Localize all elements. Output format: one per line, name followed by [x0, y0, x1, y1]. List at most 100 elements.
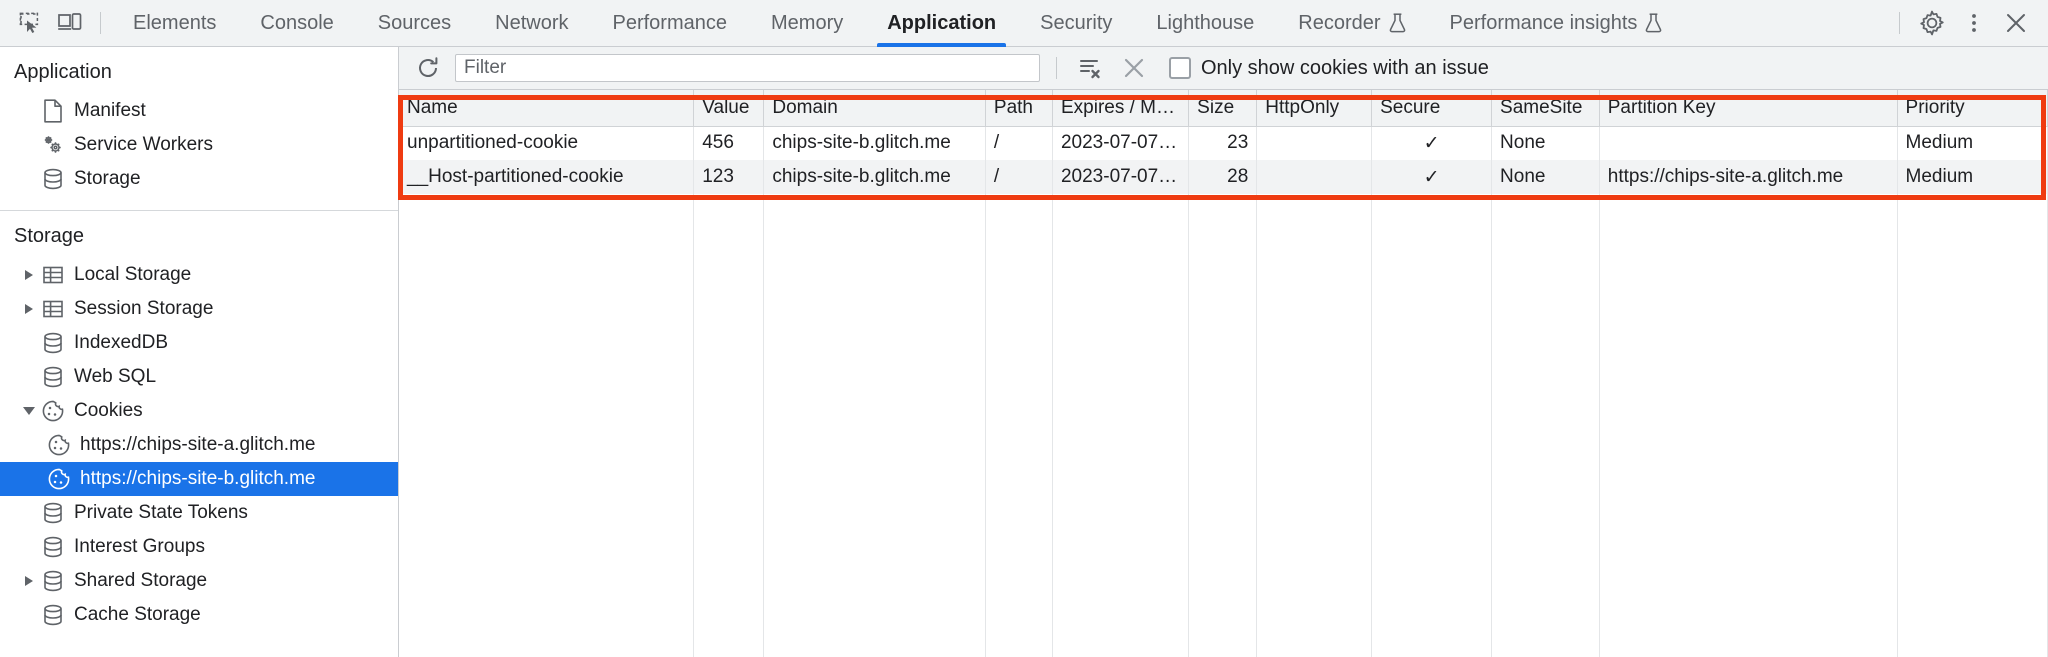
cell-value: 123	[693, 160, 765, 194]
database-icon	[40, 536, 66, 558]
cell-expires: 2023-07-07…	[1052, 126, 1190, 160]
cell-name: __Host-partitioned-cookie	[399, 160, 695, 194]
column-header-value[interactable]: Value	[693, 90, 765, 127]
column-header-samesite[interactable]: SameSite	[1491, 90, 1600, 127]
cell-httponly	[1256, 160, 1373, 194]
tab-label: Network	[495, 11, 569, 34]
toolbar-divider	[1899, 12, 1900, 34]
column-header-path[interactable]: Path	[985, 90, 1053, 127]
sidebar-item-label: IndexedDB	[74, 332, 169, 353]
tab-application[interactable]: Application	[865, 0, 1018, 47]
sidebar-item-label: Manifest	[74, 100, 146, 121]
sidebar-item-manifest[interactable]: Manifest	[0, 94, 398, 128]
sidebar-item-cookies[interactable]: Cookies	[0, 394, 398, 428]
cell-size: 23	[1188, 126, 1258, 160]
only-show-issues-checkbox-wrapper[interactable]: Only show cookies with an issue	[1169, 57, 1489, 80]
cookies-panel: Only show cookies with an issue Name Val…	[399, 47, 2048, 657]
cell-httponly	[1256, 126, 1373, 160]
devtools-body: Application Manifest	[0, 47, 2048, 657]
cookies-table-container: Name Value Domain Path Expires / M… Size…	[399, 90, 2048, 657]
application-sidebar: Application Manifest	[0, 47, 399, 657]
cell-path: /	[985, 126, 1053, 160]
column-header-name[interactable]: Name	[399, 90, 695, 127]
tab-recorder[interactable]: Recorder	[1276, 0, 1427, 47]
cookie-icon	[46, 433, 72, 457]
tab-console[interactable]: Console	[238, 0, 355, 47]
sidebar-item-label: Service Workers	[74, 134, 214, 155]
sidebar-item-web-sql[interactable]: Web SQL	[0, 360, 398, 394]
refresh-icon[interactable]	[411, 53, 445, 83]
cell-path: /	[985, 160, 1053, 194]
gear-icon[interactable]	[1912, 4, 1952, 42]
tab-performance[interactable]: Performance	[591, 0, 750, 47]
close-icon[interactable]	[1996, 4, 2036, 42]
column-header-expires[interactable]: Expires / M…	[1052, 90, 1190, 127]
panel-tabs: Elements Console Sources Network Perform…	[111, 0, 1684, 47]
tab-lighthouse[interactable]: Lighthouse	[1134, 0, 1276, 47]
only-show-issues-label: Only show cookies with an issue	[1201, 56, 1489, 79]
collapse-triangle-icon[interactable]	[18, 407, 40, 415]
section-title-storage: Storage	[14, 225, 85, 247]
cell-domain: chips-site-b.glitch.me	[763, 160, 986, 194]
sidebar-section-storage: Storage Local Storage Session Storage	[0, 210, 398, 632]
tab-label: Application	[887, 11, 997, 34]
sidebar-item-private-state-tokens[interactable]: Private State Tokens	[0, 496, 398, 530]
column-header-httponly[interactable]: HttpOnly	[1256, 90, 1373, 127]
sidebar-item-service-workers[interactable]: Service Workers	[0, 128, 398, 162]
sidebar-item-shared-storage[interactable]: Shared Storage	[0, 564, 398, 598]
sidebar-item-indexeddb[interactable]: IndexedDB	[0, 326, 398, 360]
tab-security[interactable]: Security	[1018, 0, 1134, 47]
expand-triangle-icon[interactable]	[18, 576, 40, 586]
tab-network[interactable]: Network	[473, 0, 590, 47]
cell-samesite: None	[1491, 126, 1600, 160]
column-header-partition-key[interactable]: Partition Key	[1599, 90, 1898, 127]
sidebar-item-cookies-site-a[interactable]: https://chips-site-a.glitch.me	[0, 428, 398, 462]
filter-input[interactable]	[455, 54, 1040, 82]
tab-label: Security	[1040, 11, 1113, 34]
tab-sources[interactable]: Sources	[356, 0, 473, 47]
clear-filtered-cookies-icon[interactable]	[1073, 53, 1107, 83]
column-header-domain[interactable]: Domain	[763, 90, 986, 127]
kebab-menu-icon[interactable]	[1954, 4, 1994, 42]
sidebar-item-label: Local Storage	[74, 264, 192, 285]
column-header-secure[interactable]: Secure	[1371, 90, 1493, 127]
sidebar-item-label: https://chips-site-a.glitch.me	[80, 434, 316, 455]
database-icon	[40, 366, 66, 388]
tab-memory[interactable]: Memory	[749, 0, 865, 47]
table-row[interactable]: unpartitioned-cookie 456 chips-site-b.gl…	[399, 126, 2048, 160]
tab-label: Sources	[377, 11, 452, 34]
tab-label: Memory	[771, 11, 844, 34]
sidebar-item-label: Shared Storage	[74, 570, 208, 591]
cookies-filter-toolbar: Only show cookies with an issue	[399, 47, 2048, 90]
tab-elements[interactable]: Elements	[111, 0, 238, 47]
filter-divider	[1056, 57, 1057, 79]
database-icon	[40, 168, 66, 190]
cell-secure: ✓	[1371, 160, 1493, 194]
sidebar-item-cache-storage[interactable]: Cache Storage	[0, 598, 398, 632]
sidebar-item-storage[interactable]: Storage	[0, 162, 398, 196]
cookies-table: Name Value Domain Path Expires / M… Size…	[399, 90, 2048, 657]
table-row[interactable]: __Host-partitioned-cookie 123 chips-site…	[399, 160, 2048, 194]
cell-name: unpartitioned-cookie	[399, 126, 695, 160]
expand-triangle-icon[interactable]	[18, 270, 40, 280]
column-header-priority[interactable]: Priority	[1897, 90, 2048, 127]
sidebar-item-interest-groups[interactable]: Interest Groups	[0, 530, 398, 564]
device-toolbar-icon[interactable]	[50, 4, 90, 42]
tab-performance-insights[interactable]: Performance insights	[1428, 0, 1685, 47]
sidebar-item-label: Interest Groups	[74, 536, 205, 557]
tab-label: Console	[260, 11, 334, 34]
section-title-application: Application	[14, 61, 112, 83]
cell-priority: Medium	[1897, 160, 2048, 194]
sidebar-item-local-storage[interactable]: Local Storage	[0, 258, 398, 292]
sidebar-item-session-storage[interactable]: Session Storage	[0, 292, 398, 326]
column-header-size[interactable]: Size	[1188, 90, 1258, 127]
table-icon	[40, 264, 66, 286]
inspect-element-icon[interactable]	[10, 4, 50, 42]
sidebar-item-cookies-site-b[interactable]: https://chips-site-b.glitch.me	[0, 462, 398, 496]
cookies-table-header-row: Name Value Domain Path Expires / M… Size…	[399, 90, 2048, 127]
clear-all-cookies-icon[interactable]	[1117, 53, 1151, 83]
sidebar-item-label: Cache Storage	[74, 604, 201, 625]
expand-triangle-icon[interactable]	[18, 304, 40, 314]
only-show-issues-checkbox[interactable]	[1169, 57, 1191, 79]
